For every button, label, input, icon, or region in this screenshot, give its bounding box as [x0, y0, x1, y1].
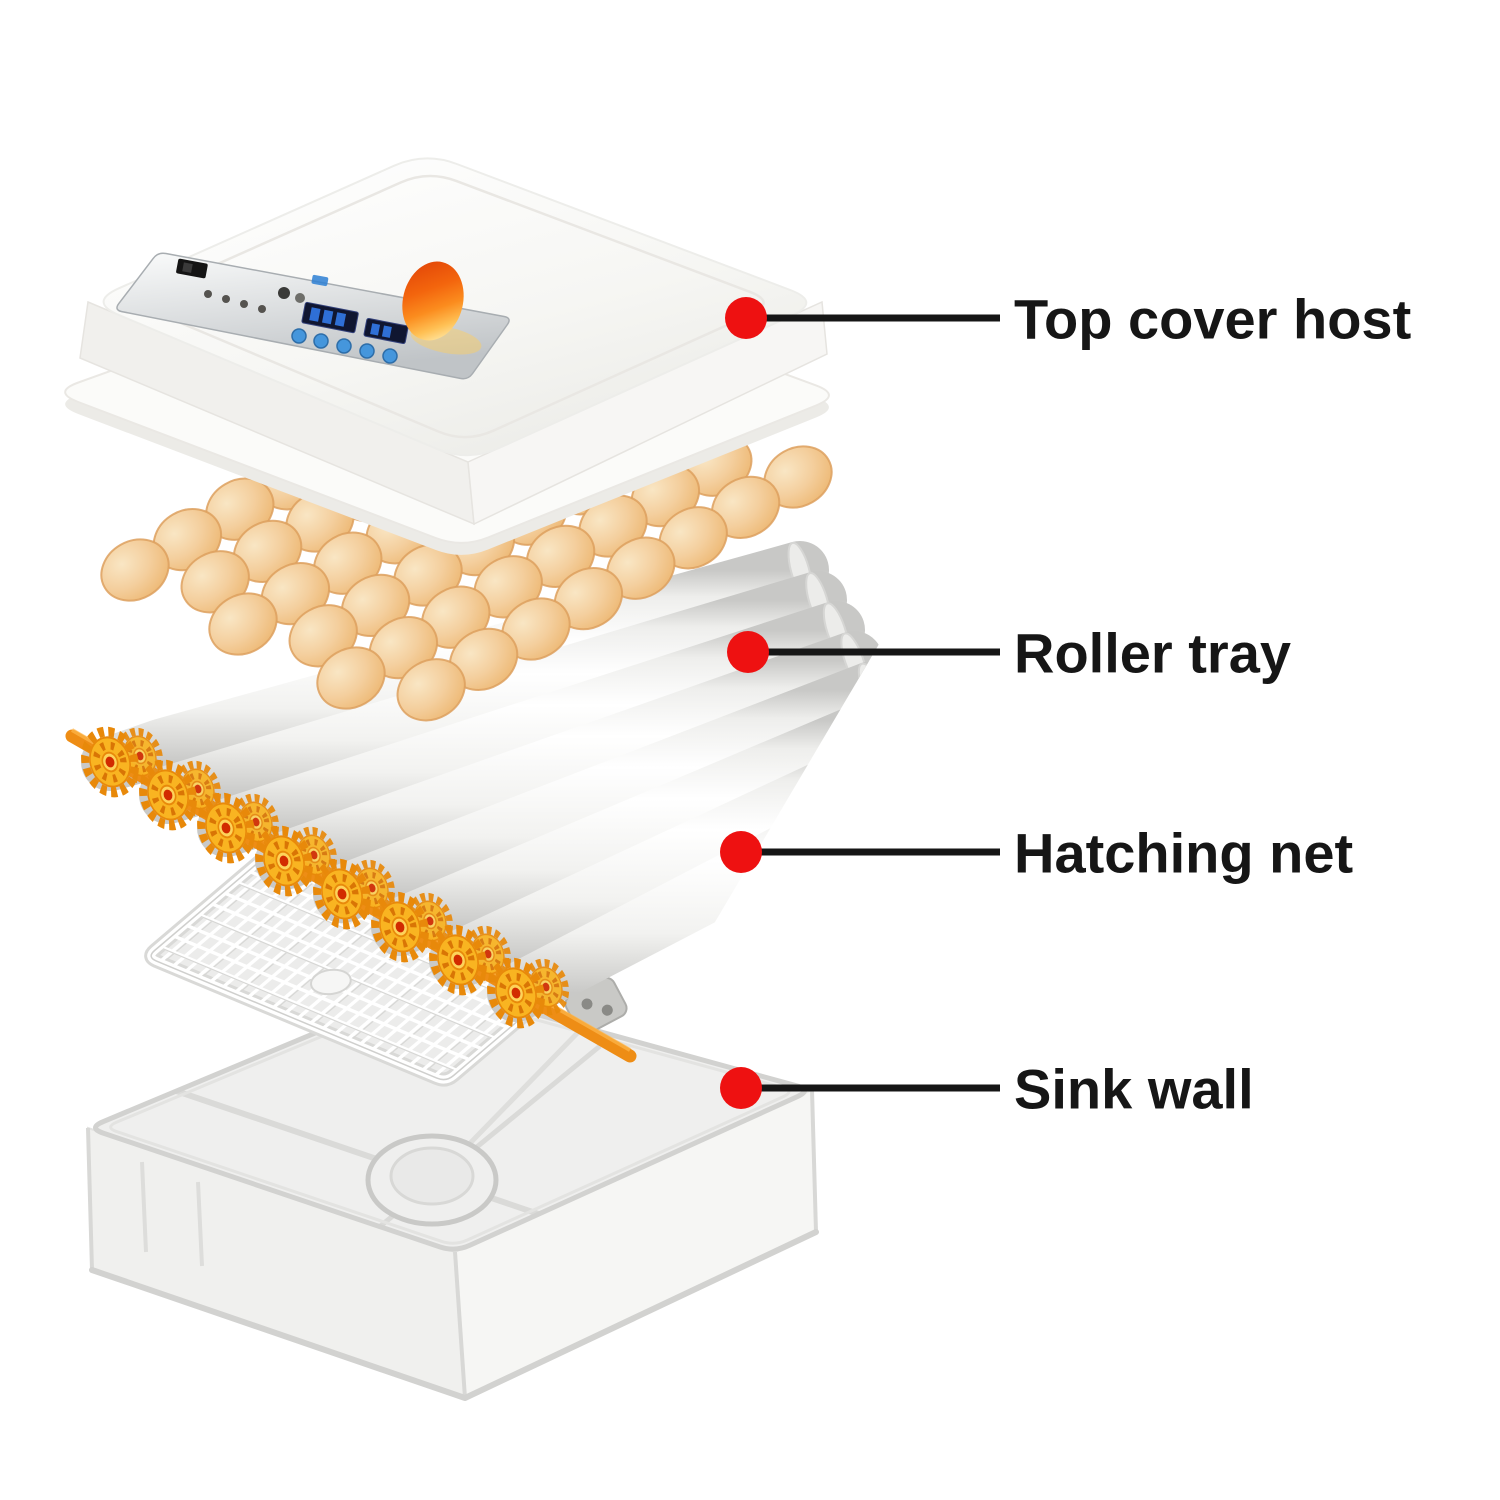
brand-logo-mark — [311, 274, 329, 287]
panel-button — [359, 343, 375, 359]
panel-button — [336, 338, 352, 354]
egg — [396, 658, 466, 722]
callout-label-top-cover-host: Top cover host — [1014, 288, 1411, 351]
panel-button — [313, 333, 329, 349]
roller — [255, 631, 883, 890]
sink-bottom-edge — [89, 1229, 819, 1401]
panel-button — [382, 348, 398, 364]
callout-dot — [720, 831, 762, 873]
sink-wall-slot — [196, 1181, 204, 1267]
egg — [100, 538, 170, 602]
egg — [316, 646, 386, 710]
water-cup-inner — [389, 1146, 475, 1206]
callout-sink-wall: Sink wall — [720, 1058, 1254, 1121]
panel-icon — [258, 305, 266, 313]
net-hole — [310, 968, 352, 996]
rim-bracket-hole — [601, 1004, 613, 1016]
roller-end-cap — [892, 723, 905, 777]
sink-edge — [453, 1251, 467, 1399]
sink-edge — [86, 1127, 94, 1271]
egg — [208, 592, 278, 656]
callout-label-roller-tray: Roller tray — [1014, 622, 1291, 685]
roller-end-cap — [875, 692, 905, 748]
panel-icon — [295, 293, 305, 303]
roller — [371, 691, 905, 956]
egg-candler-light — [402, 261, 464, 341]
top-cover-host-layer — [64, 157, 830, 555]
callout-layer: Top cover host Roller tray Hatching net … — [720, 288, 1411, 1121]
panel-icon — [278, 287, 290, 299]
panel-icon — [240, 300, 248, 308]
callout-label-sink-wall: Sink wall — [1014, 1058, 1254, 1121]
panel-icon — [204, 290, 212, 298]
roller — [139, 571, 847, 824]
sink-wall-slot — [140, 1161, 148, 1253]
callout-dot — [725, 297, 767, 339]
rim-bracket-hole — [581, 998, 593, 1010]
callout-top-cover-host: Top cover host — [725, 288, 1411, 351]
panel-icon — [222, 295, 230, 303]
callout-roller-tray: Roller tray — [727, 622, 1291, 685]
callout-hatching-net: Hatching net — [720, 822, 1353, 885]
roller-end-cap — [905, 751, 947, 809]
roller-end-cap — [857, 662, 887, 718]
lcd-display — [363, 318, 409, 344]
lcd-display — [301, 301, 359, 334]
sink-edge — [810, 1089, 818, 1233]
power-switch — [176, 258, 208, 279]
panel-button — [291, 328, 307, 344]
callout-label-hatching-net: Hatching net — [1014, 822, 1353, 885]
roller — [313, 661, 901, 923]
callout-dot — [727, 631, 769, 673]
callout-dot — [720, 1067, 762, 1109]
